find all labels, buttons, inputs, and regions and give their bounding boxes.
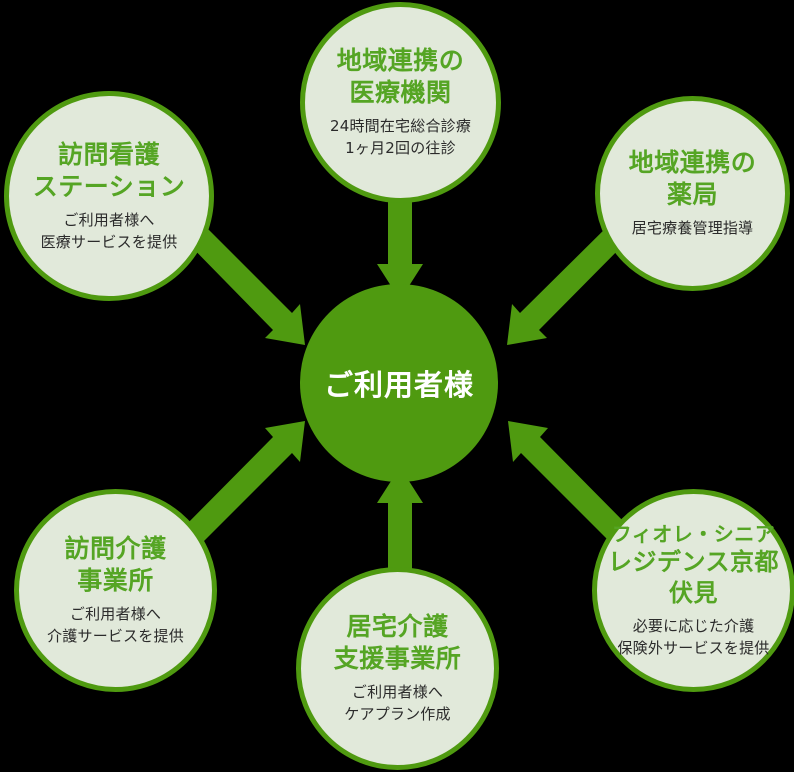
node-body-line2: 保険外サービスを提供 [617,638,770,657]
node-care-support-office: 居宅介護 支援事業所 ご利用者様へ ケアプラン作成 [296,567,499,770]
node-title-line1: 地域連携の [628,148,757,178]
node-title-line2: 薬局 [666,180,718,210]
node-title-line2: レジデンス京都伏見 [607,548,780,608]
node-title-line1: 訪問看護 [57,139,160,169]
node-body-line1: 必要に応じた介護 [632,616,755,635]
arrow-from-medical-institution [377,196,423,300]
node-title: フィオレ・シニア レジデンス京都伏見 [597,522,790,609]
node-visiting-nursing-station: 訪問看護 ステーション ご利用者様へ 医療サービスを提供 [4,91,214,301]
node-title-line2: 支援事業所 [333,644,462,674]
node-title-line1: 訪問介護 [64,534,167,564]
node-title: 地域連携の 薬局 [629,147,757,211]
node-title: 居宅介護 支援事業所 [334,611,462,675]
node-title-line2: 医療機関 [349,78,452,108]
arrow-from-home-care-office [179,421,305,549]
node-body: ご利用者様へ ケアプラン作成 [344,682,450,726]
node-body-line2: 介護サービスを提供 [47,627,184,645]
node-title-line1: 地域連携の [336,46,465,76]
arrow-from-visiting-nursing-station [179,217,305,345]
node-title-line1: 居宅介護 [346,612,449,642]
arrow-from-care-support-office [377,467,423,570]
node-body-line1: ご利用者様へ [69,605,162,624]
node-body-line1: 居宅療養管理指導 [631,219,754,238]
arrow-from-fiore-senior-residence [508,421,634,549]
node-body-line2: 1ヶ月2回の往診 [345,139,456,157]
node-body: 居宅療養管理指導 [632,218,754,240]
node-body-line1: ご利用者様へ [63,210,155,229]
hub-label: ご利用者様 [323,368,474,402]
node-medical-institution: 地域連携の 医療機関 24時間在宅総合診療 1ヶ月2回の往診 [300,2,501,203]
node-body-line2: ケアプラン作成 [344,705,451,723]
node-fiore-senior-residence: フィオレ・シニア レジデンス京都伏見 必要に応じた介護 保険外サービスを提供 [592,489,794,692]
node-title-line1: フィオレ・シニア [611,521,776,546]
node-title: 地域連携の 医療機関 [337,45,465,109]
hub-node-user: ご利用者様 [300,284,498,482]
node-body-line1: 24時間在宅総合診療 [329,117,472,136]
node-body: ご利用者様へ 医療サービスを提供 [41,210,178,254]
node-title-line2: 事業所 [77,566,154,596]
node-pharmacy: 地域連携の 薬局 居宅療養管理指導 [595,96,790,291]
node-body-line1: ご利用者様へ [351,683,444,702]
node-title-line2: ステーション [32,171,186,201]
node-title: 訪問看護 ステーション [33,139,186,203]
arrow-from-pharmacy [507,217,634,345]
node-body: 必要に応じた介護 保険外サービスを提供 [617,616,769,660]
node-home-care-office: 訪問介護 事業所 ご利用者様へ 介護サービスを提供 [14,489,217,692]
node-body: ご利用者様へ 介護サービスを提供 [47,604,184,648]
node-title: 訪問介護 事業所 [64,533,166,597]
node-body: 24時間在宅総合診療 1ヶ月2回の往診 [330,116,471,160]
node-body-line2: 医療サービスを提供 [40,232,178,251]
